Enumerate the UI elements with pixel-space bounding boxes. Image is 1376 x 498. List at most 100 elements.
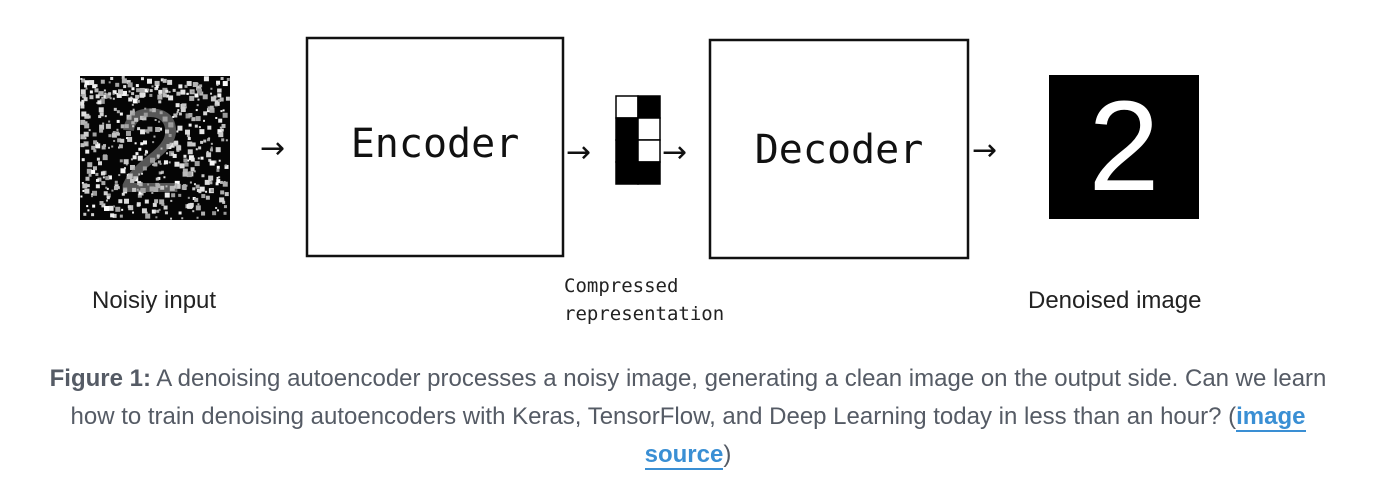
noise-speck [176,145,182,151]
noise-speck [113,107,117,111]
noise-speck [162,87,168,93]
noise-speck [192,82,198,88]
noise-speck [135,152,139,156]
noise-speck [119,214,123,218]
noise-speck [196,88,202,94]
noise-speck [81,158,85,162]
noise-speck [159,199,165,205]
noise-speck [120,124,125,129]
noise-speck [220,190,225,195]
noise-speck [182,168,188,174]
noise-speck [153,186,159,192]
noise-speck [118,199,123,204]
noise-speck [210,142,213,145]
noise-speck [216,168,220,172]
noise-speck [168,161,171,164]
noise-speck [92,166,97,171]
noise-speck [82,189,85,192]
noise-speck [216,80,221,85]
noise-speck [81,111,87,117]
noise-speck [224,164,227,167]
noise-speck [205,190,208,193]
noise-speck [216,209,219,212]
noise-speck [178,112,182,116]
noise-speck [142,116,147,121]
noise-speck [89,80,95,86]
noise-speck [198,146,202,150]
noise-speck [171,193,176,198]
noise-speck [135,84,139,88]
noise-speck [103,205,109,211]
noise-speck [158,208,161,211]
noise-speck [127,82,133,88]
noise-speck [152,141,155,144]
noise-speck [124,198,130,204]
noise-speck [223,211,227,215]
noise-speck [97,100,102,105]
noise-speck [153,162,158,167]
noise-speck [86,184,90,188]
image-source-link[interactable]: image source [644,403,1306,470]
noise-speck [219,126,222,129]
noise-speck [199,91,204,96]
noise-speck [130,158,133,161]
noise-speck [126,94,129,97]
noise-speck [177,125,183,131]
noise-speck [138,191,142,195]
noise-speck [175,183,181,189]
noise-speck [132,155,137,160]
noise-speck [133,176,139,182]
noise-speck [81,78,86,83]
noise-speck [108,120,111,123]
noise-speck [183,154,187,158]
noise-speck [80,77,83,80]
noise-speck [156,154,160,158]
noise-speck [151,191,154,194]
latent-cell [615,95,639,119]
noise-speck [157,176,161,180]
noise-speck [149,186,155,192]
noise-speck [222,81,228,87]
noise-speck [95,94,100,99]
noise-speck [192,187,196,191]
noise-speck [98,91,104,97]
noise-speck [101,181,106,186]
noise-speck [171,152,175,156]
noise-speck [126,114,132,120]
noise-speck [222,109,225,112]
noise-speck [100,171,105,176]
noise-speck [147,88,150,91]
noise-speck [203,76,209,82]
noise-speck [174,185,178,189]
caption-closing: ) [723,441,732,468]
noise-speck [145,150,149,154]
noise-speck [129,110,135,116]
noise-speck [115,206,121,212]
noise-speck [128,97,133,102]
noise-speck [144,129,148,133]
noise-speck [136,188,139,191]
noise-speck [105,176,110,181]
noise-speck [172,88,176,92]
noise-speck [140,187,146,193]
noise-speck [216,179,221,184]
noise-speck [189,181,192,184]
noise-speck [109,97,112,100]
noise-speck [130,96,133,99]
noise-speck [165,89,169,93]
noise-speck [210,189,214,193]
noise-speck [174,140,179,145]
noise-speck [132,125,135,128]
noise-speck [160,172,163,175]
noise-speck [195,184,200,189]
arrow-right-icon: → [662,135,687,170]
noise-speck [80,143,85,148]
noisy-digit: 2 [117,84,184,218]
noise-speck [159,111,163,115]
noise-speck [155,87,159,91]
noise-speck [132,187,137,192]
noise-speck [125,130,131,136]
noise-speck [101,145,106,150]
noise-speck [165,129,170,134]
